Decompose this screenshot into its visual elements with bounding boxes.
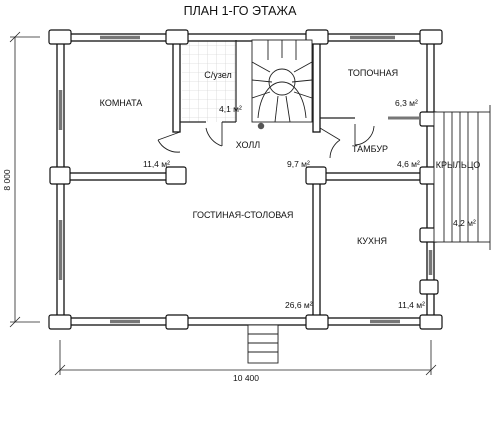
porch	[433, 105, 491, 250]
windows	[58, 35, 433, 324]
area-tambur: 4,6 м²	[397, 159, 420, 169]
room-label-holl: ХОЛЛ	[236, 140, 261, 150]
room-label-komnata: КОМНАТА	[100, 98, 143, 108]
dimension-width: 10 400	[233, 373, 259, 383]
rear-steps	[247, 324, 279, 364]
area-krylco: 4,2 м²	[453, 218, 476, 228]
area-topochnaya: 6,3 м²	[395, 98, 418, 108]
bathroom-tile-floor	[182, 40, 236, 122]
room-label-kuhnya: КУХНЯ	[357, 236, 387, 246]
room-label-tambur: ТАМБУР	[352, 144, 388, 154]
dimension-height: 8 000	[2, 169, 12, 191]
area-suzel: 4,1 м²	[219, 104, 242, 114]
room-label-topochnaya: ТОПОЧНАЯ	[348, 68, 398, 78]
staircase	[251, 39, 313, 130]
area-holl: 9,7 м²	[287, 159, 310, 169]
area-komnata: 11,4 м²	[143, 159, 170, 169]
area-gostinaya: 26,6 м²	[285, 300, 313, 310]
room-label-krylco: КРЫЛЬЦО	[436, 160, 481, 170]
room-label-suzel: С/узел	[204, 70, 231, 80]
dimension-lines	[9, 31, 437, 376]
log-joints	[48, 29, 443, 330]
room-label-gostinaya: ГОСТИНАЯ-СТОЛОВАЯ	[193, 210, 294, 220]
plan-title: ПЛАН 1-ГО ЭТАЖА	[184, 4, 297, 18]
partitions	[180, 40, 355, 123]
area-kuhnya: 11,4 м²	[398, 300, 425, 310]
